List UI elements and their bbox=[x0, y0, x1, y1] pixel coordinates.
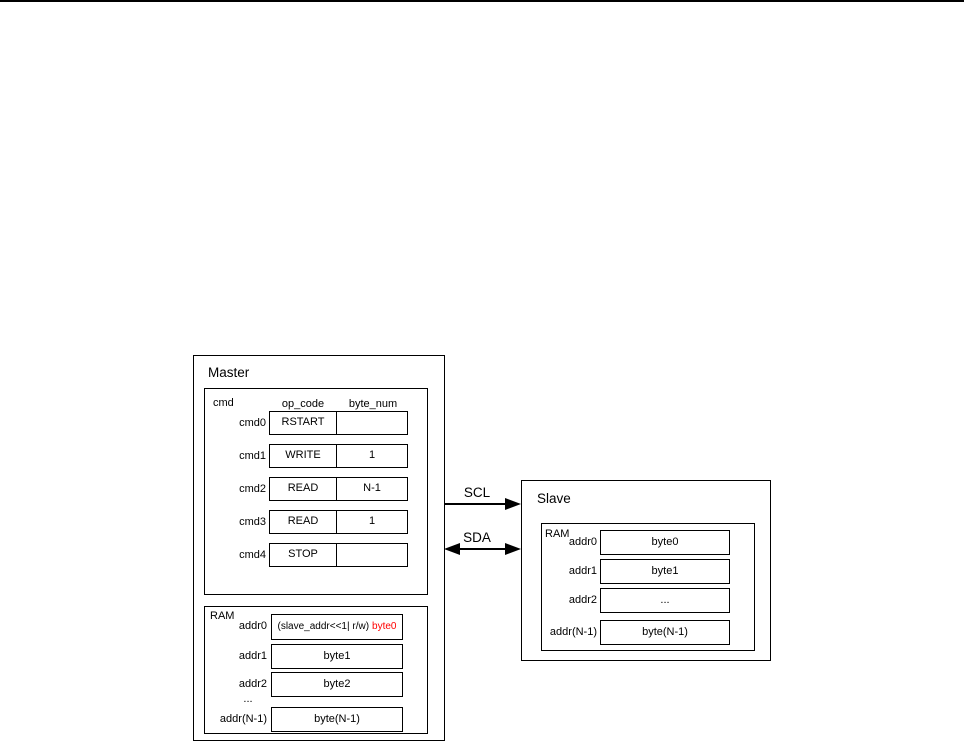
cmd-row-cells: STOP bbox=[269, 543, 408, 567]
cmd-row-cells: READ N-1 bbox=[269, 477, 408, 501]
scl-arrowhead-right-icon bbox=[505, 498, 521, 510]
ram-cell: byte(N-1) bbox=[271, 707, 403, 732]
cmd-row-cells: WRITE 1 bbox=[269, 444, 408, 468]
byte-num-cell bbox=[337, 412, 407, 434]
sda-arrowhead-left-icon bbox=[444, 543, 460, 555]
ram-row: addr1 byte1 bbox=[542, 559, 752, 584]
ram-cell: (slave_addr<<1| r/w)byte0 bbox=[271, 614, 403, 640]
ram-row: addr2 ... bbox=[542, 588, 752, 613]
ram-row-label: addr1 bbox=[238, 650, 267, 662]
ram-cell-highlight-value: byte0 bbox=[372, 621, 397, 632]
ram-row-label: addr2 bbox=[238, 678, 267, 690]
cmd-row-cells: RSTART bbox=[269, 411, 408, 435]
ram-row: addr(N-1) byte(N-1) bbox=[205, 707, 415, 732]
page-top-rule bbox=[0, 0, 964, 2]
ram-cell: byte2 bbox=[271, 672, 403, 697]
cmd-row-label: cmd3 bbox=[239, 516, 266, 528]
sda-arrowhead-right-icon bbox=[505, 543, 521, 555]
ram-row-label: addr(N-1) bbox=[219, 713, 267, 725]
ram-row: addr1 byte1 bbox=[205, 644, 415, 669]
ram-cell: byte(N-1) bbox=[600, 620, 730, 645]
slave-title: Slave bbox=[537, 491, 571, 506]
sda-bus-label: SDA bbox=[463, 530, 491, 545]
cmd-row-label: cmd1 bbox=[239, 450, 266, 462]
cmd-row-label: cmd4 bbox=[239, 549, 266, 561]
cmd-row-cells: READ 1 bbox=[269, 510, 408, 534]
column-header-byte-num: byte_num bbox=[348, 398, 398, 410]
sda-bus-line bbox=[458, 548, 508, 550]
slave-ram-box: RAM addr0 byte0 addr1 byte1 addr2 ... ad… bbox=[541, 523, 755, 651]
column-header-op-code: op_code bbox=[281, 398, 325, 410]
byte-num-cell: 1 bbox=[368, 449, 376, 461]
cmd-row: cmd1 WRITE 1 bbox=[205, 444, 408, 468]
byte-num-cell: N-1 bbox=[363, 482, 381, 494]
cmd-table-label: cmd bbox=[213, 397, 234, 409]
ram-cell: byte1 bbox=[271, 644, 403, 669]
cmd-row: cmd2 READ N-1 bbox=[205, 477, 408, 501]
master-ram-label: RAM bbox=[210, 610, 235, 622]
scl-bus-line bbox=[444, 503, 507, 505]
ram-row: addr0 (slave_addr<<1| r/w)byte0 bbox=[205, 614, 415, 640]
slave-ram-label: RAM bbox=[545, 528, 570, 540]
op-code-cell: READ bbox=[270, 511, 337, 533]
ram-row-label: addr2 bbox=[568, 594, 597, 606]
byte-num-cell: 1 bbox=[368, 515, 376, 527]
ram-cell: ... bbox=[600, 588, 730, 613]
cmd-table-box: cmd op_code byte_num cmd0 RSTART cmd1 WR… bbox=[204, 388, 428, 595]
ram-ellipsis: ... bbox=[243, 693, 253, 705]
ram-cell-value: (slave_addr<<1| r/w) bbox=[277, 621, 370, 632]
scl-bus-label: SCL bbox=[463, 485, 491, 500]
cmd-row-label: cmd0 bbox=[239, 417, 266, 429]
byte-num-cell bbox=[337, 544, 407, 566]
ram-row: addr2 byte2 bbox=[205, 672, 415, 697]
ram-row-label: addr0 bbox=[568, 536, 597, 548]
cmd-row: cmd4 STOP bbox=[205, 543, 408, 567]
ram-row: addr0 byte0 bbox=[542, 530, 752, 555]
op-code-cell: WRITE bbox=[270, 445, 337, 467]
ram-cell: byte0 bbox=[600, 530, 730, 555]
ram-row-label: addr1 bbox=[568, 565, 597, 577]
cmd-row: cmd0 RSTART bbox=[205, 411, 408, 435]
master-title: Master bbox=[208, 365, 250, 380]
master-box: Master cmd op_code byte_num cmd0 RSTART … bbox=[193, 355, 445, 741]
cmd-row: cmd3 READ 1 bbox=[205, 510, 408, 534]
ram-cell: byte1 bbox=[600, 559, 730, 584]
cmd-row-label: cmd2 bbox=[239, 483, 266, 495]
ram-row-label: addr0 bbox=[238, 620, 267, 632]
op-code-cell: READ bbox=[270, 478, 337, 500]
ram-row: addr(N-1) byte(N-1) bbox=[542, 620, 752, 645]
ram-row-label: addr(N-1) bbox=[549, 626, 597, 638]
slave-box: Slave RAM addr0 byte0 addr1 byte1 addr2 … bbox=[521, 480, 771, 661]
master-ram-box: RAM addr0 (slave_addr<<1| r/w)byte0 addr… bbox=[204, 606, 428, 734]
op-code-cell: STOP bbox=[270, 544, 337, 566]
op-code-cell: RSTART bbox=[270, 412, 337, 434]
